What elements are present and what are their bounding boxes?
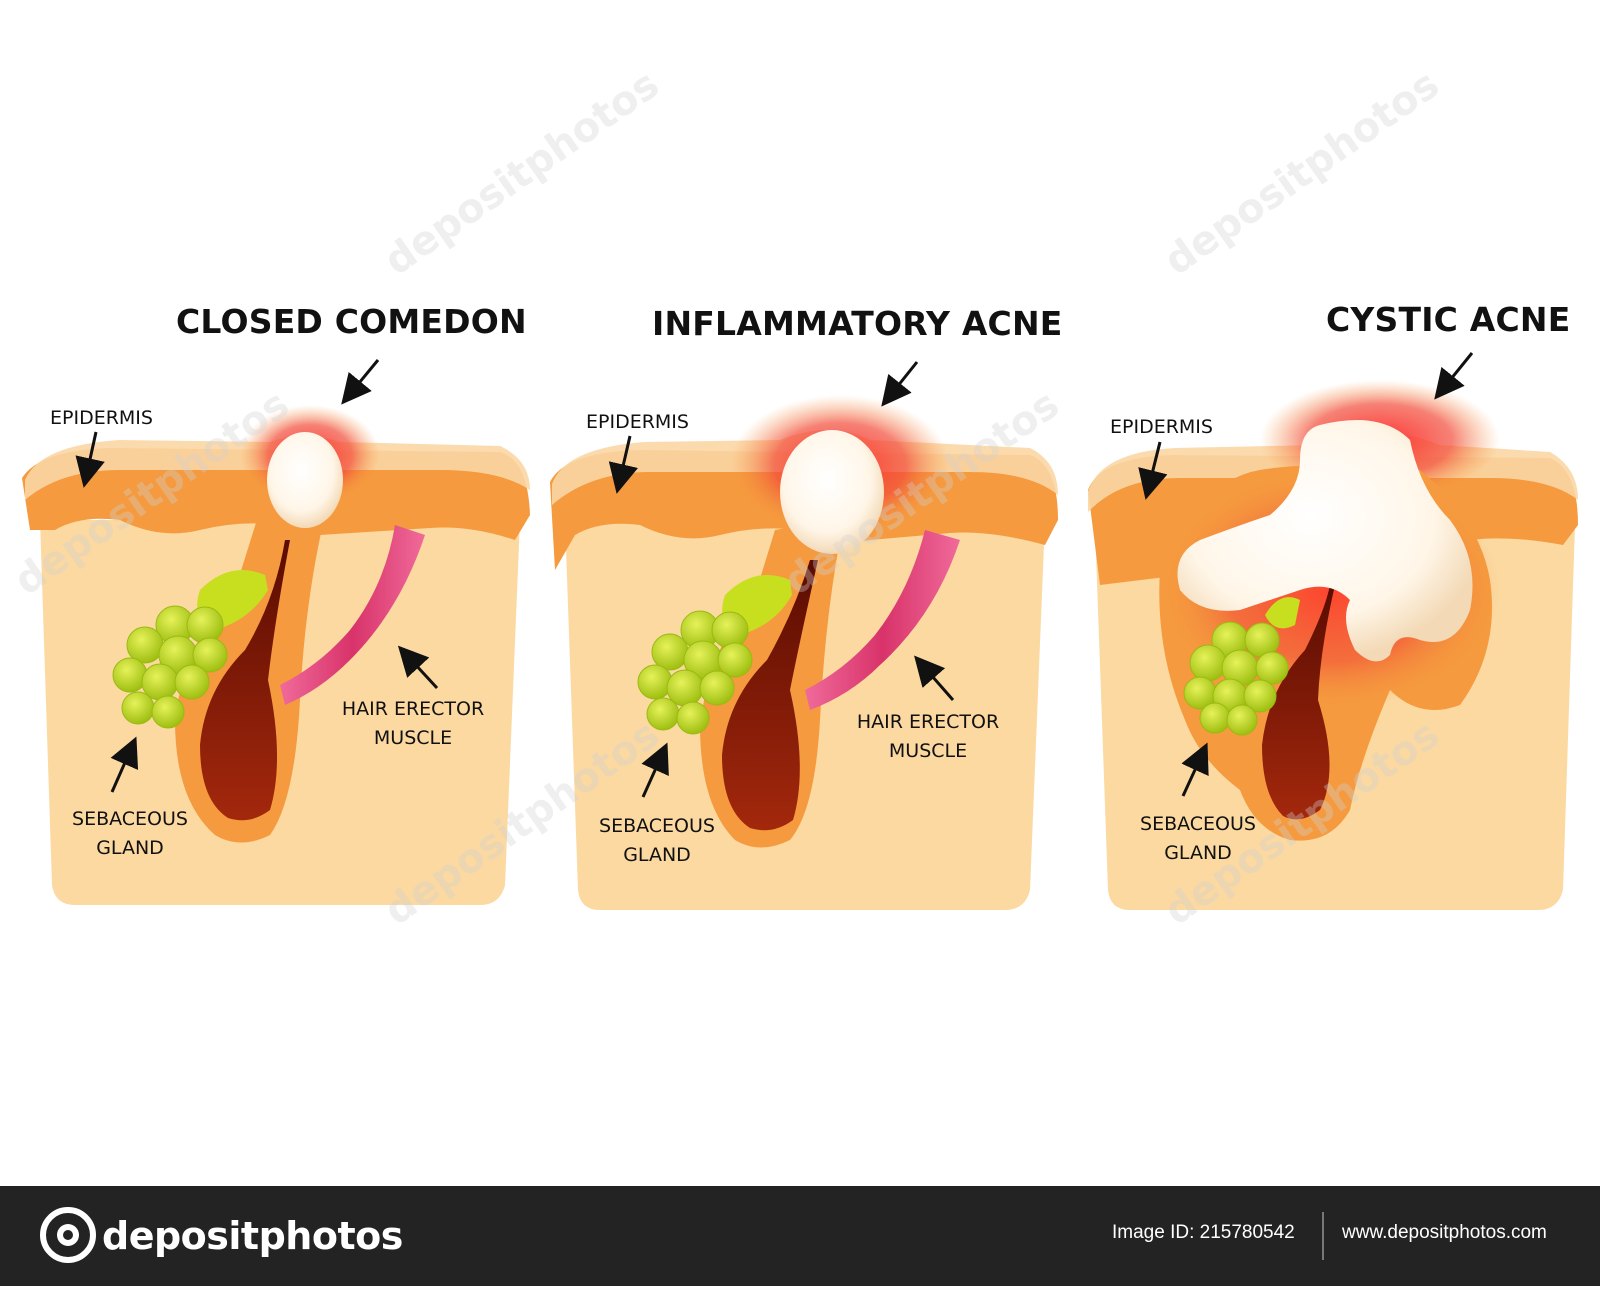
label-sebaceous-gland: SEBACEOUS GLAND [65,805,195,863]
arrow-pimple [1438,353,1472,395]
label-line: GLAND [65,834,195,863]
label-hair-erector-muscle: HAIR ERECTOR MUSCLE [338,695,488,753]
label-line: GLAND [592,841,722,870]
footer-divider [1322,1212,1324,1260]
label-epidermis: EPIDERMIS [1110,413,1213,442]
label-line: HAIR ERECTOR [853,708,1003,737]
label-sebaceous-gland: SEBACEOUS GLAND [592,812,722,870]
label-line: SEBACEOUS [65,805,195,834]
arrow-pimple [345,360,378,400]
pus-plug [267,432,343,528]
label-line: MUSCLE [338,724,488,753]
label-line: HAIR ERECTOR [338,695,488,724]
title-inflammatory-acne: INFLAMMATORY ACNE [652,304,1063,343]
site-url[interactable]: www.depositphotos.com [1342,1222,1547,1244]
label-hair-erector-muscle: HAIR ERECTOR MUSCLE [853,708,1003,766]
label-epidermis: EPIDERMIS [50,404,153,433]
footer-bar: depositphotos Image ID: 215780542 www.de… [0,1186,1600,1286]
brand-name: depositphotos [102,1214,403,1258]
label-line: SEBACEOUS [592,812,722,841]
title-closed-comedon: CLOSED COMEDON [176,302,527,341]
arrow-pimple [885,362,917,402]
image-id: Image ID: 215780542 [1112,1222,1295,1244]
title-cystic-acne: CYSTIC ACNE [1326,300,1571,339]
label-line: MUSCLE [853,737,1003,766]
depositphotos-logo-icon [40,1207,96,1263]
label-epidermis: EPIDERMIS [586,408,689,437]
